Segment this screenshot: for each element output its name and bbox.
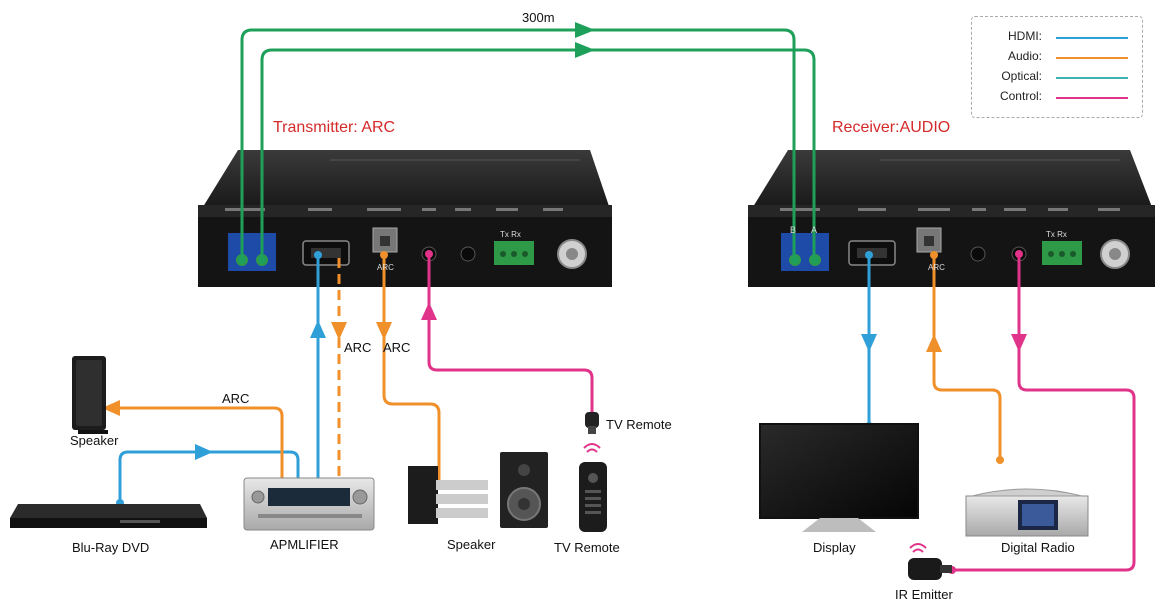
receiver-device [748,150,1155,287]
audio-cable-amp-to-speaker [108,406,284,482]
link-arrow-1 [575,22,595,38]
bluray-label: Blu-Ray DVD [72,540,150,555]
audio-cable-radio-to-rx [932,255,1002,460]
distance-label: 300m [522,10,555,25]
arc-label-optical: ARC [383,340,411,355]
legend-swatch [1056,97,1128,99]
transmitter-device [198,150,612,287]
tv-remote-device [579,462,607,532]
tv-remote-top-label: TV Remote [606,417,672,432]
rx-link-terminal[interactable] [781,233,829,271]
rx-port-a-label: A [811,225,817,235]
arc-label-left: ARC [222,391,250,406]
legend-swatch [1056,77,1128,79]
legend-label: Audio: [1007,49,1042,63]
legend-row-audio: Audio: [972,49,1142,65]
legend-row-hdmi: HDMI: [972,29,1142,45]
tx-link-terminal[interactable] [228,233,276,271]
link-cables [240,28,816,258]
legend-row-optical: Optical: [972,69,1142,85]
ir-receiver-device [585,412,599,434]
legend-swatch [1056,57,1128,59]
ir-signal-icon-2 [909,543,927,553]
digital-radio-device [965,488,1089,537]
transmitter-title: Transmitter: ARC [273,119,396,136]
speaker-top-label: Speaker [70,433,119,448]
ir-emitter-label: IR Emitter [895,587,953,602]
rx-port-b-label: B [790,225,796,235]
rx-port-labels [780,208,1120,211]
legend-row-control: Control: [972,89,1142,105]
speaker-bottom-device [408,452,548,528]
speaker-bottom-label: Speaker [447,537,496,552]
legend-swatch [1056,37,1128,39]
tx-port-txrx-label: Tx Rx [500,230,521,239]
legend-label: Control: [999,89,1042,103]
amplifier-device [243,477,375,531]
rx-port-txrx-label: Tx Rx [1046,230,1067,239]
rx-port-arc-label: ARC [928,263,945,272]
speaker-top-device [72,356,108,434]
digital-radio-label: Digital Radio [1001,540,1075,555]
tx-port-arc-label: ARC [377,263,394,272]
legend-label: Optical: [1001,69,1042,83]
tv-remote-bottom-label: TV Remote [554,540,620,555]
link-arrow-2 [575,42,595,58]
legend: HDMI: Audio: Optical: Control: [971,16,1143,118]
display-label: Display [813,540,856,555]
legend-label: HDMI: [1008,29,1042,43]
bluray-device [10,504,207,528]
receiver-title: Receiver:AUDIO [832,119,951,136]
control-cable-rx-to-ir-emitter [952,254,1136,572]
amplifier-label: APMLIFIER [270,537,339,552]
tx-port-labels [225,208,563,211]
control-cable-tx-to-remote [427,254,594,412]
ir-emitter-device [908,558,952,580]
arc-label-dashed: ARC [344,340,372,355]
display-device [759,423,919,532]
ir-signal-icon [583,443,601,453]
audio-cable-tx-to-speaker [382,255,441,480]
